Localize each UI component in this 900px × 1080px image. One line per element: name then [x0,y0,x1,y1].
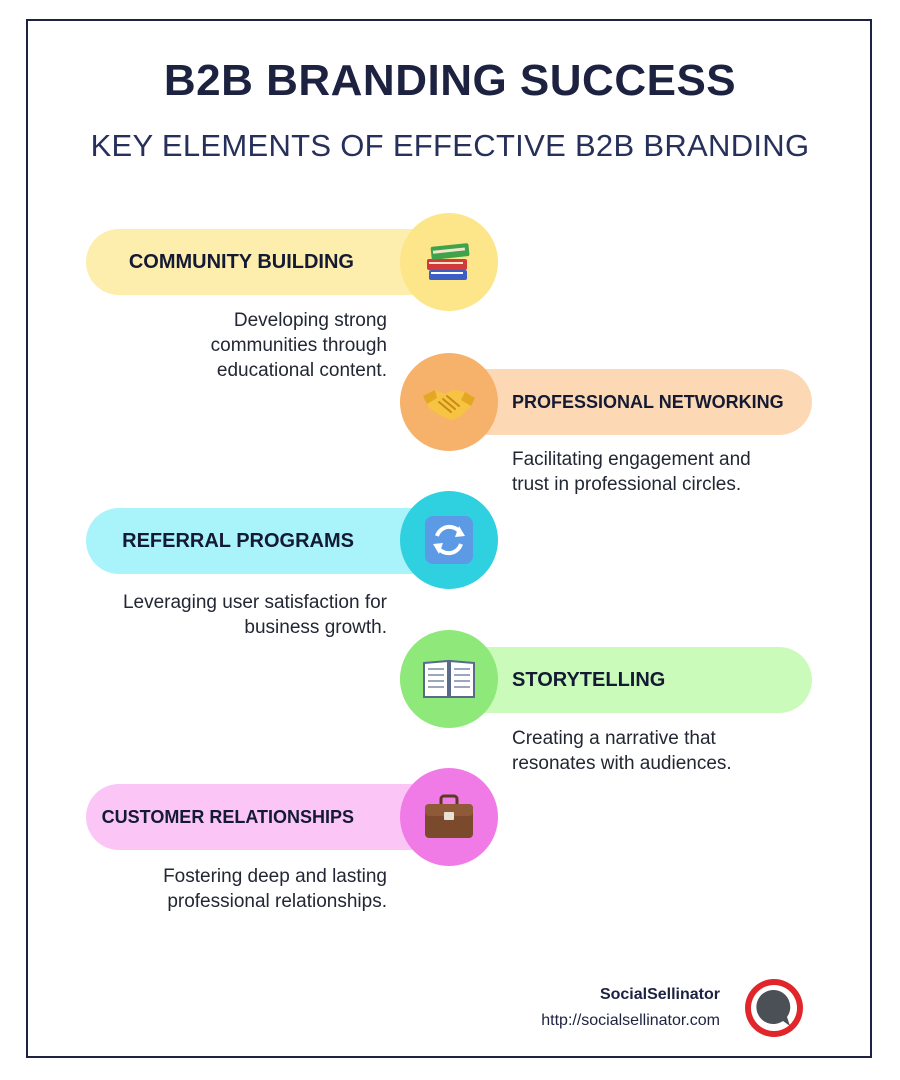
item-community-building-label: COMMUNITY BUILDING [128,250,354,273]
refresh-icon [425,516,473,564]
item-community-building-description: Developing strong communities through ed… [210,310,387,381]
footer-url[interactable]: http://socialsellinator.com [541,1012,720,1029]
speech-bubble-logo-icon [745,979,803,1037]
item-professional-networking-label: PROFESSIONAL NETWORKING [512,391,784,412]
item-storytelling-description: Creating a narrative that resonates with… [512,728,732,774]
books-icon [427,243,470,280]
handshake-icon [423,390,475,420]
briefcase-icon [425,794,473,838]
item-customer-relationships-label: CUSTOMER RELATIONSHIPS [101,806,354,827]
item-referral-programs-description: Leveraging user satisfaction for busines… [122,592,387,638]
item-referral-programs-badge [400,491,498,589]
open-book-icon [423,659,475,698]
item-referral-programs-label: REFERRAL PROGRAMS [122,529,354,552]
item-storytelling-label: STORYTELLING [512,668,666,691]
page-title: B2B BRANDING SUCCESS [163,56,737,105]
page-subtitle: KEY ELEMENTS OF EFFECTIVE B2B BRANDING [90,128,810,163]
footer-brand: SocialSellinator [599,986,720,1003]
item-community-building-badge [400,213,498,311]
item-customer-relationships-badge [400,768,498,866]
item-customer-relationships-description: Fostering deep and lasting professional … [163,866,387,912]
item-storytelling-badge [400,630,498,728]
item-professional-networking-description: Facilitating engagement and trust in pro… [512,449,751,495]
infographic-frame [26,19,872,1058]
item-professional-networking-badge [400,353,498,451]
